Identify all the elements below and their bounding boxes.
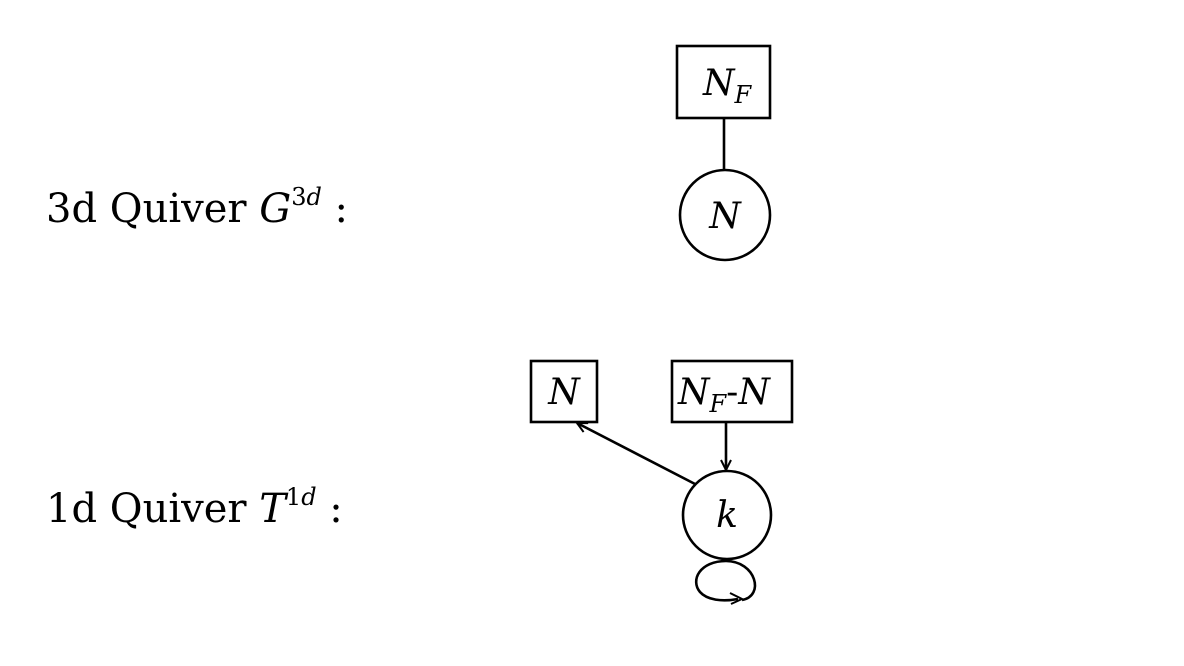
quiver-3d-label-prefix: 3d Quiver xyxy=(46,186,259,232)
quiver-1d-label-prefix: 1d Quiver xyxy=(46,486,259,532)
quiver-3d: 3d Quiver G3d : NF N xyxy=(46,44,772,262)
gauge-node-3d-label: N xyxy=(708,196,742,237)
flavor-node-3d-symbol: N xyxy=(702,63,736,104)
quiver-1d-label-suffix: : xyxy=(317,486,343,532)
flavor-node-1d-right-subscript: F xyxy=(709,390,728,418)
quiver-1d-label-sup-var: d xyxy=(301,483,316,511)
flavor-node-1d-right-label: NF-N xyxy=(677,372,771,418)
self-loop-1d-arrowhead xyxy=(729,592,745,605)
quiver-1d-label-sup-num: 1 xyxy=(286,483,301,511)
flavor-node-3d-label: NF xyxy=(702,63,753,109)
quiver-3d-label: 3d Quiver G3d : xyxy=(46,183,348,232)
flavor-node-1d-right-symbol: N xyxy=(677,372,711,413)
gauge-node-1d xyxy=(681,469,773,561)
flavor-node-1d-left-label: N xyxy=(547,372,581,413)
flavor-node-1d-left xyxy=(529,359,599,424)
flavor-node-1d-right-separator: - xyxy=(726,372,738,413)
quiver-3d-label-symbol: G xyxy=(259,186,291,232)
flavor-node-3d-subscript: F xyxy=(734,81,753,109)
arrow-gauge-to-left-flavor xyxy=(577,421,696,486)
quiver-3d-label-sup-var: d xyxy=(306,183,321,211)
quiver-1d-label: 1d Quiver T1d : xyxy=(46,483,343,532)
gauge-node-3d xyxy=(678,168,772,262)
quiver-1d: 1d Quiver T1d : N NF-N k xyxy=(46,359,794,605)
quiver-3d-label-sup-num: 3 xyxy=(291,183,306,211)
flavor-node-1d-right xyxy=(670,359,794,424)
quiver-1d-label-symbol: T xyxy=(259,486,289,532)
flavor-node-1d-right-symbol2: N xyxy=(737,372,771,413)
quiver-3d-label-suffix: : xyxy=(322,186,348,232)
self-loop-1d xyxy=(694,559,757,602)
gauge-node-1d-label: k xyxy=(716,495,738,536)
